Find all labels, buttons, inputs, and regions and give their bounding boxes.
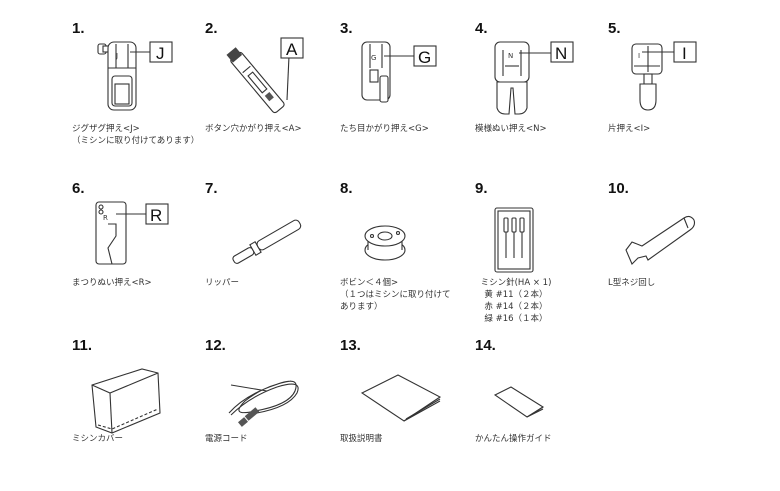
item-number: 10. (608, 180, 629, 197)
svg-text:R: R (150, 206, 162, 225)
accessory-item-8: 8. ボビン＜４個> （１つはミシンに取り付けて あります） (340, 180, 475, 320)
svg-text:I: I (682, 44, 687, 63)
item-caption: 取扱説明書 (340, 434, 383, 444)
svg-text:G: G (418, 48, 431, 67)
item-number: 9. (475, 180, 488, 197)
item-caption: リッパー (205, 278, 240, 288)
accessory-item-9: 9. ミシン針(HA × 1) 黄 #11（２本） 赤 #14（２本） 緑 #1… (475, 180, 610, 324)
quick-guide-icon (493, 386, 545, 418)
svg-text:R: R (103, 214, 108, 222)
bobbin-icon (364, 225, 406, 261)
item-caption: ジグザグ押え<J> （ミシンに取り付けてあります） (72, 124, 200, 146)
item-caption: まつりぬい押え<R> (72, 278, 152, 288)
dust-cover-icon (91, 368, 161, 434)
item-number: 14. (475, 337, 496, 354)
accessory-item-2: 2. A ボタン穴かがり押え<A> (205, 20, 340, 160)
power-cord-icon (228, 380, 299, 427)
item-caption: 模様ぬい押え<N> (475, 124, 547, 134)
item-number: 7. (205, 180, 218, 197)
item-caption: たち目かがり押え<G> (340, 124, 429, 134)
item-number: 13. (340, 337, 361, 354)
buttonhole-foot-icon: A (226, 37, 304, 114)
zigzag-foot-icon: J J (97, 41, 173, 111)
item-caption: L型ネジ回し (608, 278, 656, 288)
item-number: 11. (72, 337, 93, 354)
accessory-item-1: 1. J J ジグザグ押え<J> （ミシンに取り付けてあります） (72, 20, 207, 160)
svg-text:G: G (371, 54, 376, 62)
svg-text:N: N (555, 44, 567, 63)
item-caption: ミシンカバー (72, 434, 124, 444)
svg-text:J: J (156, 44, 165, 63)
item-number: 1. (72, 20, 85, 37)
accessory-item-3: 3. G G たち目かがり押え<G> (340, 20, 475, 160)
svg-text:A: A (286, 40, 298, 59)
item-number: 6. (72, 180, 85, 197)
accessory-item-12: 12. 電源コード (205, 337, 340, 467)
svg-text:J: J (115, 52, 118, 60)
item-number: 2. (205, 20, 218, 37)
accessory-item-7: 7. リッパー (205, 180, 340, 320)
item-number: 8. (340, 180, 353, 197)
svg-text:N: N (508, 52, 513, 60)
item-caption: 片押え<I> (608, 124, 651, 134)
blind-stitch-foot-icon: R R (95, 201, 169, 265)
accessory-item-10: 10. L型ネジ回し (608, 180, 743, 320)
item-number: 4. (475, 20, 488, 37)
item-number: 5. (608, 20, 621, 37)
accessory-item-5: 5. I I 片押え<I> (608, 20, 743, 160)
item-caption: ボビン＜４個> （１つはミシンに取り付けて あります） (340, 278, 451, 312)
item-caption: ボタン穴かがり押え<A> (205, 124, 302, 134)
item-number: 3. (340, 20, 353, 37)
zipper-foot-icon: I I (631, 41, 697, 111)
overcasting-foot-icon: G G (361, 41, 437, 103)
seam-ripper-icon (232, 219, 302, 264)
accessory-item-13: 13. 取扱説明書 (340, 337, 475, 467)
item-caption: ミシン針(HA × 1) 黄 #11（２本） 赤 #14（２本） 緑 #16（１… (480, 278, 552, 324)
accessory-item-6: 6. R R まつりぬい押え<R> (72, 180, 207, 320)
item-caption: 電源コード (205, 434, 248, 444)
monogramming-foot-icon: N N (494, 41, 574, 115)
l-screwdriver-icon (625, 215, 696, 265)
instruction-manual-icon (360, 374, 442, 422)
accessory-item-11: 11. ミシンカバー (72, 337, 207, 467)
needle-set-icon (494, 207, 534, 273)
svg-text:I: I (638, 52, 640, 60)
item-number: 12. (205, 337, 226, 354)
accessory-item-14: 14. かんたん操作ガイド (475, 337, 610, 467)
item-caption: かんたん操作ガイド (475, 434, 552, 444)
accessory-item-4: 4. N N 模様ぬい押え<N> (475, 20, 610, 160)
